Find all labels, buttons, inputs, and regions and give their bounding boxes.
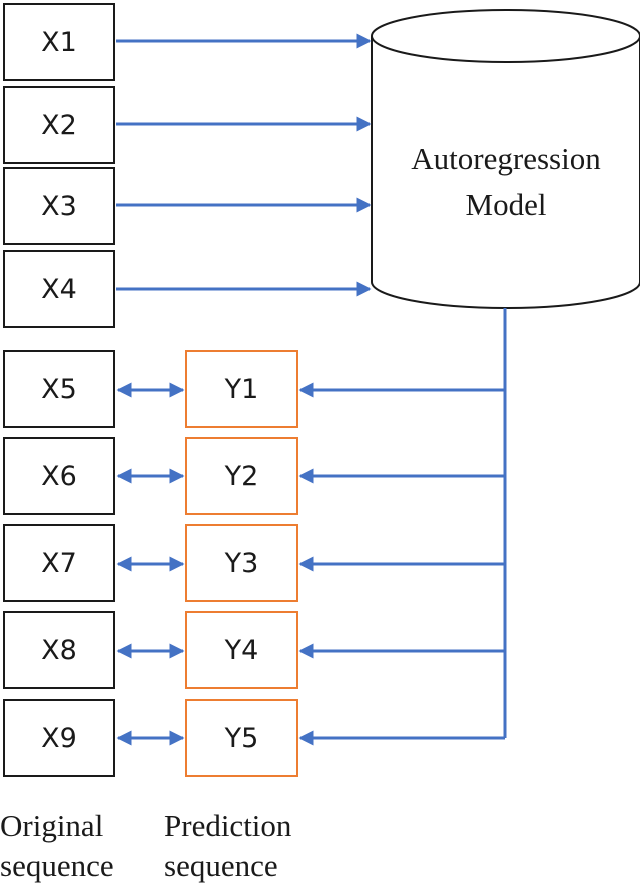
- original-item-x9: X9: [3, 699, 115, 777]
- prediction-caption-line1: Prediction: [164, 808, 292, 843]
- prediction-item-y5: Y5: [185, 699, 298, 777]
- original-item-x3: X3: [3, 167, 115, 245]
- prediction-item-y2: Y2: [185, 437, 298, 515]
- prediction-item-y1: Y1: [185, 350, 298, 428]
- prediction-caption-line2: sequence: [164, 848, 278, 883]
- original-item-x4: X4: [3, 250, 115, 328]
- model-label-line2: Model: [465, 187, 547, 222]
- prediction-item-y3: Y3: [185, 524, 298, 602]
- original-item-x6: X6: [3, 437, 115, 515]
- original-item-x8: X8: [3, 611, 115, 689]
- original-item-x5: X5: [3, 350, 115, 428]
- model-label-line1: Autoregression: [411, 141, 601, 176]
- model-cylinder: [371, 9, 640, 309]
- original-caption-line2: sequence: [0, 848, 114, 883]
- original-item-x2: X2: [3, 86, 115, 164]
- original-item-x1: X1: [3, 3, 115, 81]
- prediction-item-y4: Y4: [185, 611, 298, 689]
- original-item-x7: X7: [3, 524, 115, 602]
- prediction-sequence-caption: Prediction sequence: [164, 806, 291, 886]
- original-caption-line1: Original: [0, 808, 104, 843]
- original-sequence-caption: Original sequence: [0, 806, 114, 886]
- model-label: Autoregression Model: [372, 136, 640, 228]
